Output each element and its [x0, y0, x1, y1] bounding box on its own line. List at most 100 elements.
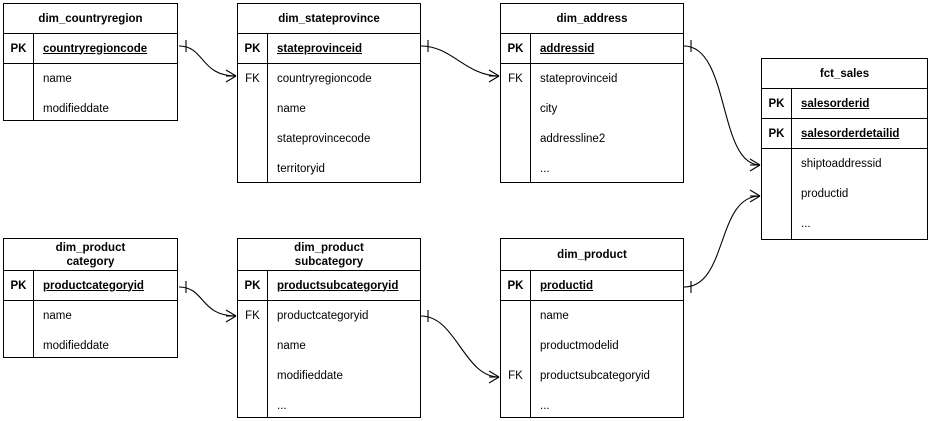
entity-attributes: shiptoaddressid productid ... [762, 149, 927, 239]
entity-key-row[interactable]: PK productid [501, 271, 683, 301]
attribute-list: stateprovinceid city addressline2 ... [531, 64, 683, 182]
attribute-tags [4, 301, 33, 357]
attribute-tag [762, 179, 791, 209]
attribute-tag [501, 154, 530, 184]
key-field-label: salesorderdetailid [801, 127, 900, 140]
entity-title: dim_product [501, 239, 683, 271]
attribute-tag [238, 154, 267, 184]
key-tag: PK [238, 34, 268, 63]
attribute-tag [501, 331, 530, 361]
attribute-name: name [43, 73, 72, 85]
attribute-tag [238, 94, 267, 124]
attribute-tag: FK [245, 73, 260, 85]
entity-title: dim_countryregion [4, 4, 177, 34]
key-tag: PK [4, 34, 34, 63]
attribute-tag [4, 64, 33, 94]
attribute-list: shiptoaddressid productid ... [792, 149, 927, 239]
key-tag: PK [238, 271, 268, 300]
attribute-name: stateprovinceid [540, 73, 618, 85]
attribute-tag [4, 331, 33, 361]
attribute-name: ... [540, 163, 550, 175]
attribute-tag-column: FK [238, 301, 268, 417]
key-field: salesorderid [792, 98, 927, 110]
entity-key-row[interactable]: PK countryregioncode [4, 34, 177, 64]
entity-attributes: FK name productmodelid productsubcategor… [501, 301, 683, 417]
attribute-name: modifieddate [43, 340, 109, 352]
attribute-tag-column: FK [238, 64, 268, 182]
key-tag: PK [501, 34, 531, 63]
entity-key-row[interactable]: PK stateprovinceid [238, 34, 420, 64]
attribute-tag: FK [508, 370, 523, 382]
relationship-productcategory-subcategory [178, 281, 237, 323]
entity-fct-sales[interactable]: fct_sales PK salesorderid PK salesorderd… [761, 58, 928, 240]
entity-key-row[interactable]: PK salesorderdetailid [762, 119, 927, 149]
attribute-name: territoryid [277, 163, 325, 175]
entity-dim-product[interactable]: dim_product PK productid FK name product… [500, 238, 684, 418]
entity-attributes: FK stateprovinceid city addressline2 ... [501, 64, 683, 182]
key-field-label: productcategoryid [43, 279, 144, 292]
key-field: productsubcategoryid [268, 280, 420, 292]
attribute-tag-column: FK [501, 301, 531, 417]
key-field-label: productsubcategoryid [277, 279, 399, 292]
attribute-list: countryregioncode name stateprovincecode… [268, 64, 420, 182]
key-field-label: countryregioncode [43, 42, 148, 55]
entity-dim-stateprovince[interactable]: dim_stateprovince PK stateprovinceid FK … [237, 3, 421, 183]
key-field: productid [531, 280, 683, 292]
attribute-name: ... [801, 218, 811, 230]
key-tag: PK [501, 271, 531, 300]
attribute-tag [238, 361, 267, 391]
key-field: salesorderdetailid [792, 128, 927, 140]
key-field: stateprovinceid [268, 43, 420, 55]
attribute-name: ... [540, 400, 550, 412]
relationship-product-sales [683, 189, 761, 293]
key-field-label: productid [540, 279, 594, 292]
attribute-name: shiptoaddressid [801, 158, 882, 170]
attribute-tags: FK [501, 301, 530, 417]
entity-dim-productsubcategory[interactable]: dim_product subcategory PK productsubcat… [237, 238, 421, 418]
relationship-subcategory-product [420, 310, 500, 384]
attribute-tag-column [4, 64, 34, 120]
entity-key-row[interactable]: PK productcategoryid [4, 271, 177, 301]
relationship-countryregion-stateprovince [178, 40, 237, 83]
attribute-tags: FK [238, 64, 267, 182]
entity-title: dim_product subcategory [238, 239, 420, 271]
entity-key-row[interactable]: PK productsubcategoryid [238, 271, 420, 301]
attribute-name: modifieddate [277, 370, 343, 382]
key-field: productcategoryid [34, 280, 177, 292]
entity-attributes: name modifieddate [4, 301, 177, 357]
attribute-name: city [540, 103, 558, 115]
attribute-name: addressline2 [540, 133, 606, 145]
attribute-name: productcategoryid [277, 310, 369, 322]
attribute-tag [501, 391, 530, 421]
entity-dim-countryregion[interactable]: dim_countryregion PK countryregioncode n… [3, 3, 178, 121]
entity-title: fct_sales [762, 59, 927, 89]
entity-key-row[interactable]: PK addressid [501, 34, 683, 64]
entity-title: dim_product category [4, 239, 177, 271]
attribute-tag [501, 94, 530, 124]
key-field-label: stateprovinceid [277, 42, 362, 55]
entity-key-row[interactable]: PK salesorderid [762, 89, 927, 119]
key-tag: PK [762, 89, 792, 118]
key-field: addressid [531, 43, 683, 55]
attribute-tag: FK [508, 73, 523, 85]
attribute-tag-column [4, 301, 34, 357]
attribute-list: name modifieddate [34, 301, 177, 357]
attribute-name: name [277, 103, 306, 115]
attribute-list: name modifieddate [34, 64, 177, 120]
key-field-label: addressid [540, 42, 595, 55]
entity-attributes: FK productcategoryid name modifieddate .… [238, 301, 420, 417]
key-tag: PK [762, 119, 792, 148]
attribute-tag: FK [245, 310, 260, 322]
attribute-tags [762, 149, 791, 239]
attribute-tags: FK [501, 64, 530, 182]
entity-dim-address[interactable]: dim_address PK addressid FK stateprovinc… [500, 3, 684, 183]
entity-title: dim_stateprovince [238, 4, 420, 34]
attribute-name: name [43, 310, 72, 322]
attribute-name: name [540, 310, 569, 322]
attribute-tag-column [762, 149, 792, 239]
attribute-tag-column: FK [501, 64, 531, 182]
entity-dim-productcategory[interactable]: dim_product category PK productcategoryi… [3, 238, 178, 358]
attribute-tag [238, 391, 267, 421]
entity-attributes: FK countryregioncode name stateprovincec… [238, 64, 420, 182]
attribute-tags: FK [238, 301, 267, 417]
